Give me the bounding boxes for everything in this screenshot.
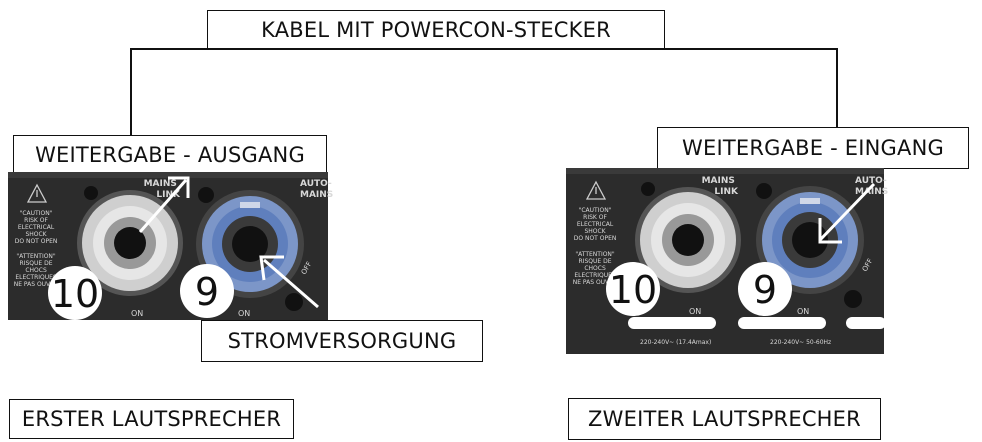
mains-link-text: MAINS [144, 179, 177, 189]
auto-mains-text: MAINS [855, 187, 888, 197]
caution-line: SHOCK [25, 231, 47, 238]
attention-line: NE PAS OUVRIR [573, 279, 620, 286]
caution-line: DO NOT OPEN [15, 238, 58, 245]
number-badge-link: 10 [51, 272, 99, 316]
attention-line: CHOCS [584, 265, 606, 272]
first-speaker-label: ERSTER LAUTSPRECHER [9, 399, 294, 439]
power-supply-label: STROMVERSORGUNG [201, 320, 483, 362]
input-arrow [818, 182, 876, 244]
auto-mains-text: MAINS [300, 190, 333, 200]
caution-line: "CAUTION" [579, 207, 612, 214]
attention-line: RISQUE DE [20, 260, 53, 267]
attention-line: RISQUE DE [579, 258, 612, 265]
caution-line: RISK OF [583, 214, 607, 221]
auto-mains-text: AUTO- [300, 179, 332, 189]
number-badge-mains: 9 [195, 270, 219, 314]
mains-link-text: LINK [714, 187, 739, 197]
warning-icon [585, 180, 607, 200]
second-speaker-panel: "CAUTION" RISK OF ELECTRICAL SHOCK DO NO… [566, 168, 890, 354]
on-text: ON [797, 307, 809, 316]
cable-label: KABEL MIT POWERCON-STECKER [207, 10, 665, 50]
mains-link-text: LINK [156, 190, 181, 200]
svg-text:"CAUTION" RISK OF: "CAUTION" RISK OF ELECTRICAL SHOCK DO NO… [14, 210, 61, 288]
svg-text:AUTO- MAINS: AUTO- MAINS [300, 179, 335, 200]
caution-line: DO NOT OPEN [574, 235, 617, 242]
attention-line: ELECTRIQUES [15, 274, 57, 281]
warning-icon [26, 183, 48, 203]
mains-connector [756, 186, 864, 294]
svg-text:"CAUTION" RISK OF: "CAUTION" RISK OF ELECTRICAL SHOCK DO NO… [573, 207, 620, 286]
on-text: ON [131, 309, 143, 318]
first-speaker-panel: "CAUTION" RISK OF ELECTRICAL SHOCK DO NO… [8, 172, 335, 320]
power-arrow [259, 255, 319, 309]
auto-mains-text: AUTO- [855, 176, 887, 186]
caution-line: "CAUTION" [20, 210, 53, 217]
svg-text:AUTO- MAINS: AUTO- MAINS [855, 176, 890, 197]
link-connector [635, 187, 741, 293]
number-badge-link: 10 [609, 268, 657, 312]
link-input-label: WEITERGABE - EINGANG [657, 127, 969, 169]
attention-line: ELECTRIQUES [574, 272, 616, 279]
attention-line: CHOCS [25, 267, 47, 274]
caution-line: RISK OF [24, 217, 48, 224]
caution-line: ELECTRICAL [577, 221, 614, 228]
mains-link-text: MAINS [702, 176, 735, 186]
second-speaker-label: ZWEITER LAUTSPRECHER [568, 398, 881, 440]
on-text: ON [238, 309, 250, 318]
svg-text:MAINS LINK: MAINS LINK [144, 179, 181, 200]
on-text: ON [689, 307, 701, 316]
attention-line: "ATTENTION" [16, 253, 56, 260]
svg-text:MAINS LINK: MAINS LINK [702, 176, 739, 197]
spec-text: 220-240V~ (17.4Amax) [640, 339, 711, 346]
caution-line: SHOCK [584, 228, 606, 235]
attention-line: NE PAS OUVRIR [14, 281, 61, 288]
cable-line [130, 48, 838, 135]
spec-text: 220-240V~ 50-60Hz [770, 339, 831, 346]
number-badge-mains: 9 [753, 268, 777, 312]
output-arrow [138, 176, 190, 233]
attention-line: "ATTENTION" [575, 251, 615, 258]
caution-line: ELECTRICAL [18, 224, 55, 231]
